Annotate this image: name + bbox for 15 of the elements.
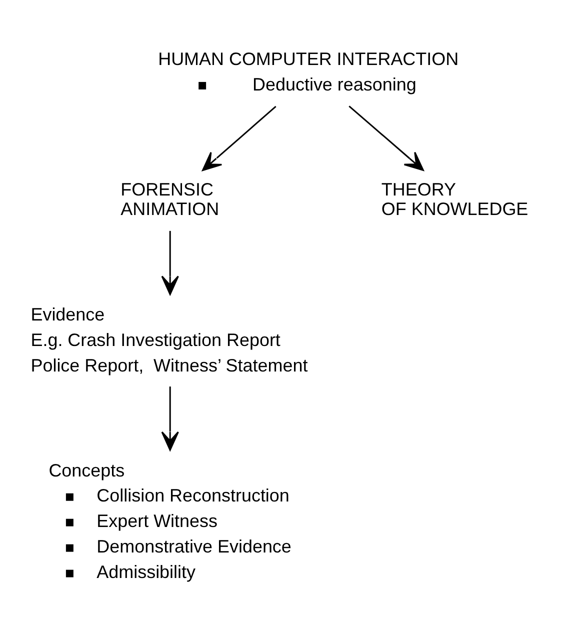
node-box <box>198 82 206 90</box>
node-label: Concepts <box>48 460 125 480</box>
node-label: Demonstrative Evidence <box>96 536 292 557</box>
node-text: Evidence E.g. Crash Investigation Report Police Report, Witness’ Statement <box>30 304 308 376</box>
node-label: HUMAN COMPUTER INTERACTION <box>158 48 459 69</box>
node-label: Collision Reconstruction <box>96 486 290 506</box>
node-label: Expert Witness <box>96 511 218 532</box>
node-label: Deductive reasoning <box>252 74 416 94</box>
arrow <box>202 106 276 172</box>
node-text: FORENSIC ANIMATION <box>120 179 220 219</box>
node-text: THEORY OF KNOWLEDGE <box>381 179 528 219</box>
arrow <box>348 106 424 171</box>
node-label: Admissibility <box>96 562 196 582</box>
arrow <box>161 386 179 451</box>
arrow <box>161 230 179 296</box>
